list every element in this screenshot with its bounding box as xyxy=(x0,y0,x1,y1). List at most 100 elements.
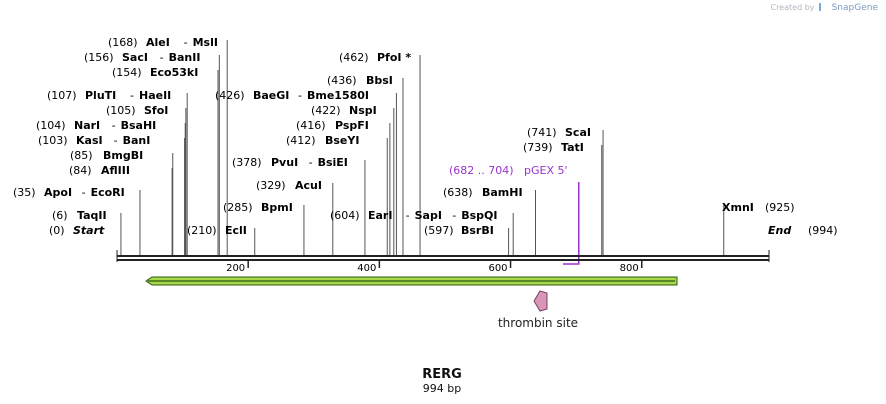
site-name: SacI xyxy=(122,51,148,64)
site-name: PvuI xyxy=(271,156,298,169)
primer-pgex5: (682 .. 704)pGEX 5' xyxy=(449,164,580,265)
site-name: NarI xyxy=(74,119,100,132)
site-separator: - xyxy=(130,89,134,102)
site-position: (412) xyxy=(286,134,316,147)
site-position: (285) xyxy=(223,201,253,214)
ruler-label: 400 xyxy=(357,263,376,274)
site-position: (638) xyxy=(443,186,473,199)
site-bsrbi: (597) BsrBI xyxy=(424,224,510,256)
site-name: Eco53kI xyxy=(150,66,198,79)
site-position: (6) xyxy=(52,209,68,222)
site-eco53ki: (154)Eco53kI xyxy=(112,66,219,256)
site-pvui: (378)PvuI-BsiEI xyxy=(232,156,366,256)
site-name: BamHI xyxy=(482,186,523,199)
site-name-2: BsaHI xyxy=(121,119,157,132)
site-name: SfoI xyxy=(144,104,168,117)
ruler-label: 800 xyxy=(620,263,639,274)
site-bseyi: (412) BseYI xyxy=(286,134,388,256)
site-position: (105) xyxy=(106,104,136,117)
site-position: (597) xyxy=(424,224,454,237)
site-name: ScaI xyxy=(565,126,591,139)
site-separator: - xyxy=(82,186,86,199)
site-position: (0) xyxy=(49,224,65,237)
site-bbsi: (436) BbsI xyxy=(327,74,404,256)
site-name: PfoI * xyxy=(377,51,411,64)
ruler-label: 200 xyxy=(226,263,245,274)
site-separator: - xyxy=(114,134,118,147)
site-name: AflIII xyxy=(101,164,130,177)
site-position: (210) xyxy=(187,224,217,237)
site-position: (156) xyxy=(84,51,114,64)
site-position: (422) xyxy=(311,104,341,117)
site-kasi: (103)KasI-BanI xyxy=(38,134,186,256)
ruler-label: 600 xyxy=(488,263,507,274)
site-position: (103) xyxy=(38,134,68,147)
site-pspfi: (416) PspFI xyxy=(296,119,391,256)
site-tati: (739) TatI xyxy=(523,141,603,256)
site-sfoi: (105) SfoI xyxy=(106,104,187,256)
site-position: (378) xyxy=(232,156,262,169)
site-position: (85) xyxy=(70,149,93,162)
site-name: BbsI xyxy=(366,74,393,87)
snapgene-brand: SnapGene xyxy=(831,3,878,13)
site-separator: - xyxy=(160,51,164,64)
site-end: End (994) xyxy=(768,224,838,237)
site-apoi: (35)ApoI-EcoRI xyxy=(13,186,141,256)
site-position: (604) xyxy=(330,209,360,222)
site-name: End xyxy=(768,224,791,237)
site-separator: - xyxy=(112,119,116,132)
site-name-2: MslI xyxy=(193,36,218,49)
site-position: (739) xyxy=(523,141,553,154)
sequence-length: 994 bp xyxy=(423,382,461,395)
site-name: BseYI xyxy=(325,134,359,147)
site-separator: - xyxy=(184,36,188,49)
restriction-sites: (0) Start (6) TaqII(35)ApoI-EcoRI (84) AflIII… xyxy=(13,36,838,265)
site-position: (168) xyxy=(108,36,138,49)
site-name: PspFI xyxy=(335,119,369,132)
site-position: (329) xyxy=(256,179,286,192)
sequence-name: RERG xyxy=(422,367,462,382)
site-name: EclI xyxy=(225,224,247,237)
site-separator: - xyxy=(452,209,456,222)
site-position: (426) xyxy=(215,89,245,102)
backbone: 200 400 600 800 xyxy=(116,250,770,274)
site-name-2: Bme1580I xyxy=(307,89,369,102)
site-name-3: BspQI xyxy=(461,209,497,222)
site-name-2: BanI xyxy=(123,134,151,147)
site-name: KasI xyxy=(76,134,103,147)
site-position: (104) xyxy=(36,119,66,132)
site-name: XmnI xyxy=(722,201,754,214)
site-name: NspI xyxy=(349,104,377,117)
site-position: (416) xyxy=(296,119,326,132)
site-position: (436) xyxy=(327,74,357,87)
site-afliii: (84) AflIII xyxy=(69,164,173,256)
site-name: BsrBI xyxy=(461,224,494,237)
site-name: AleI xyxy=(146,36,170,49)
site-name: TaqII xyxy=(77,209,107,222)
site-scai: (741) ScaI xyxy=(527,126,604,256)
site-name: Start xyxy=(73,224,105,237)
site-nari: (104)NarI-BsaHI xyxy=(36,119,186,256)
site-taqii: (6) TaqII xyxy=(52,209,122,256)
site-acui: (329)AcuI xyxy=(256,179,334,256)
site-baegi: (426)BaeGI-Bme1580I xyxy=(215,89,397,256)
site-position: (741) xyxy=(527,126,557,139)
site-separator: - xyxy=(309,156,313,169)
site-bamhi: (638) BamHI xyxy=(443,186,536,256)
site-name-2: SapI xyxy=(415,209,442,222)
site-separator: - xyxy=(406,209,410,222)
site-separator: - xyxy=(298,89,302,102)
primer-arrow xyxy=(563,182,580,265)
site-bpmi: (285)BpmI xyxy=(223,201,305,256)
site-position: (994) xyxy=(808,224,838,237)
primer-name: pGEX 5' xyxy=(524,164,568,177)
site-pluti: (107)PluTI-HaeII xyxy=(47,89,188,256)
site-position: (84) xyxy=(69,164,92,177)
site-ecli: (210) EclI xyxy=(187,224,256,256)
site-name-2: BanII xyxy=(169,51,201,64)
created-by-text: Created by xyxy=(770,3,815,12)
site-name: TatI xyxy=(561,141,584,154)
site-pfoi: (462)PfoI * xyxy=(339,51,421,256)
